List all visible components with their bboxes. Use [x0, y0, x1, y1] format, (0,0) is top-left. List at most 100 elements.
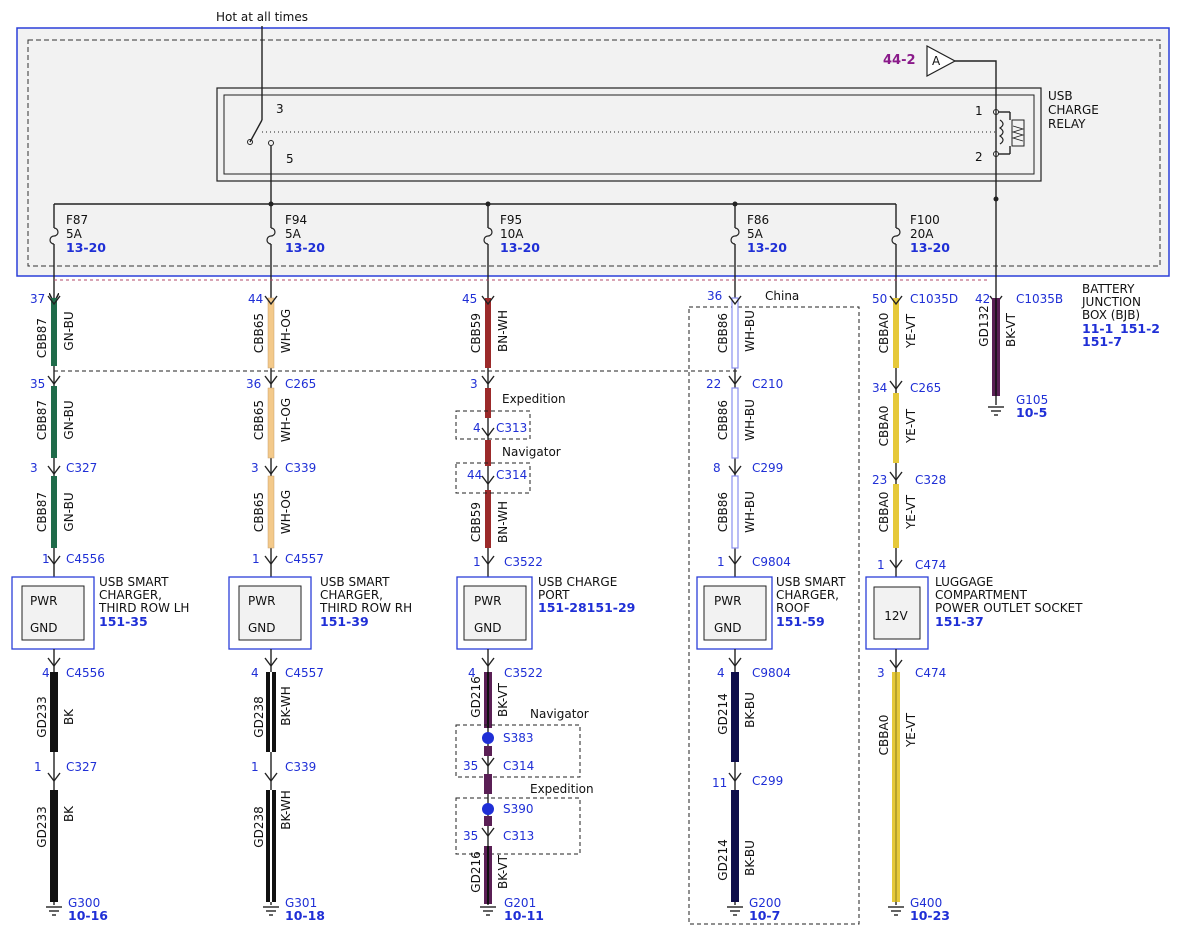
- svg-text:151-35: 151-35: [99, 614, 148, 629]
- svg-text:BK-BU: BK-BU: [743, 840, 757, 876]
- svg-text:C3522: C3522: [504, 666, 543, 680]
- svg-text:36: 36: [246, 377, 261, 391]
- svg-text:China: China: [765, 289, 799, 303]
- relay-pin-1: 1: [975, 104, 983, 118]
- svg-text:WH-BU: WH-BU: [743, 399, 757, 441]
- svg-text:CBBA0: CBBA0: [877, 492, 891, 533]
- wire-cbb87-c: [51, 476, 57, 548]
- svg-text:C4556: C4556: [66, 552, 105, 566]
- svg-text:Navigator: Navigator: [530, 707, 589, 721]
- svg-text:CBB65: CBB65: [252, 400, 266, 440]
- column-1: 37 35 3 C327 1 C4556 CBB87 GN-BU CBB87 G…: [11, 292, 189, 923]
- svg-text:CBB87: CBB87: [35, 492, 49, 532]
- china-option-box: [688, 306, 860, 925]
- svg-text:BK-VT: BK-VT: [1004, 312, 1018, 347]
- svg-text:13-20: 13-20: [500, 240, 540, 255]
- svg-text:G400: G400: [910, 896, 942, 910]
- svg-text:G200: G200: [749, 896, 781, 910]
- svg-text:BK-VT: BK-VT: [496, 854, 510, 889]
- svg-text:C4557: C4557: [285, 666, 324, 680]
- pin-44-2: 44-2: [883, 53, 916, 68]
- svg-text:CBB65: CBB65: [252, 313, 266, 353]
- svg-text:GD214: GD214: [716, 693, 730, 734]
- svg-text:S383: S383: [503, 731, 534, 745]
- svg-text:F87: F87: [66, 213, 88, 227]
- svg-text:GD233: GD233: [35, 696, 49, 737]
- svg-text:C9804: C9804: [752, 555, 791, 569]
- svg-text:Navigator: Navigator: [502, 445, 561, 459]
- svg-text:35: 35: [30, 377, 45, 391]
- fuse-f100: F100 20A 13-20: [891, 204, 950, 298]
- svg-text:GD238: GD238: [252, 696, 266, 737]
- svg-text:PWR: PWR: [248, 594, 275, 608]
- svg-text:CBB87: CBB87: [35, 318, 49, 358]
- svg-text:BK-WH: BK-WH: [279, 686, 293, 726]
- svg-text:CBB86: CBB86: [716, 400, 730, 440]
- svg-text:151-28151-29: 151-28151-29: [538, 600, 635, 615]
- svg-text:1: 1: [252, 552, 260, 566]
- svg-text:37: 37: [30, 292, 45, 306]
- svg-text:CBB87: CBB87: [35, 400, 49, 440]
- svg-text:WH-BU: WH-BU: [743, 310, 757, 352]
- svg-text:10-7: 10-7: [749, 908, 780, 923]
- svg-text:GND: GND: [714, 621, 742, 635]
- svg-text:YE-VT: YE-VT: [904, 313, 918, 349]
- column-5: 50 C1035D 34 C265 23 C328 1 C474 CBBA0 Y…: [865, 292, 1083, 923]
- svg-text:GD233: GD233: [35, 806, 49, 847]
- svg-text:3: 3: [30, 461, 38, 475]
- svg-text:4: 4: [473, 421, 481, 435]
- svg-text:CBB65: CBB65: [252, 492, 266, 532]
- svg-text:1: 1: [251, 760, 259, 774]
- svg-text:C3522: C3522: [504, 555, 543, 569]
- svg-text:44: 44: [467, 468, 482, 482]
- svg-text:10A: 10A: [500, 227, 524, 241]
- svg-text:3: 3: [470, 377, 478, 391]
- svg-text:WH-OG: WH-OG: [279, 490, 293, 534]
- svg-text:WH-OG: WH-OG: [279, 398, 293, 442]
- svg-text:12V: 12V: [884, 609, 908, 623]
- svg-text:BK: BK: [62, 805, 76, 822]
- svg-text:10-23: 10-23: [910, 908, 950, 923]
- svg-text:C265: C265: [285, 377, 316, 391]
- svg-text:35: 35: [463, 829, 478, 843]
- svg-text:BK-VT: BK-VT: [496, 682, 510, 717]
- svg-text:G301: G301: [285, 896, 317, 910]
- svg-text:36: 36: [707, 289, 722, 303]
- svg-text:C474: C474: [915, 666, 946, 680]
- svg-text:4: 4: [251, 666, 259, 680]
- svg-text:GND: GND: [474, 621, 502, 635]
- svg-text:CBB86: CBB86: [716, 492, 730, 532]
- svg-text:5A: 5A: [747, 227, 764, 241]
- wire-cbb87-a: [51, 298, 57, 366]
- svg-text:GND: GND: [30, 621, 58, 635]
- svg-text:CBBA0: CBBA0: [877, 406, 891, 447]
- svg-text:CBBA0: CBBA0: [877, 313, 891, 354]
- svg-text:151-39: 151-39: [320, 614, 369, 629]
- svg-text:G201: G201: [504, 896, 536, 910]
- svg-text:CBB59: CBB59: [469, 502, 483, 542]
- svg-text:GN-BU: GN-BU: [62, 311, 76, 350]
- svg-text:GD216: GD216: [469, 851, 483, 892]
- svg-text:F94: F94: [285, 213, 307, 227]
- svg-text:GD216: GD216: [469, 676, 483, 717]
- svg-text:11: 11: [712, 776, 727, 790]
- svg-text:42: 42: [975, 292, 990, 306]
- fuse-f95: F95 10A 13-20: [483, 204, 540, 298]
- svg-text:C313: C313: [496, 421, 527, 435]
- svg-text:S390: S390: [503, 802, 534, 816]
- relay-pin-3: 3: [276, 102, 284, 116]
- svg-text:WH-BU: WH-BU: [743, 491, 757, 533]
- svg-text:C9804: C9804: [752, 666, 791, 680]
- svg-text:YE-VT: YE-VT: [904, 408, 918, 444]
- svg-text:F86: F86: [747, 213, 769, 227]
- svg-text:151-37: 151-37: [935, 614, 984, 629]
- splice-s383: [482, 732, 494, 744]
- svg-text:45: 45: [462, 292, 477, 306]
- svg-text:10-5: 10-5: [1016, 405, 1047, 420]
- svg-text:5A: 5A: [66, 227, 83, 241]
- splice-s390: [482, 803, 494, 815]
